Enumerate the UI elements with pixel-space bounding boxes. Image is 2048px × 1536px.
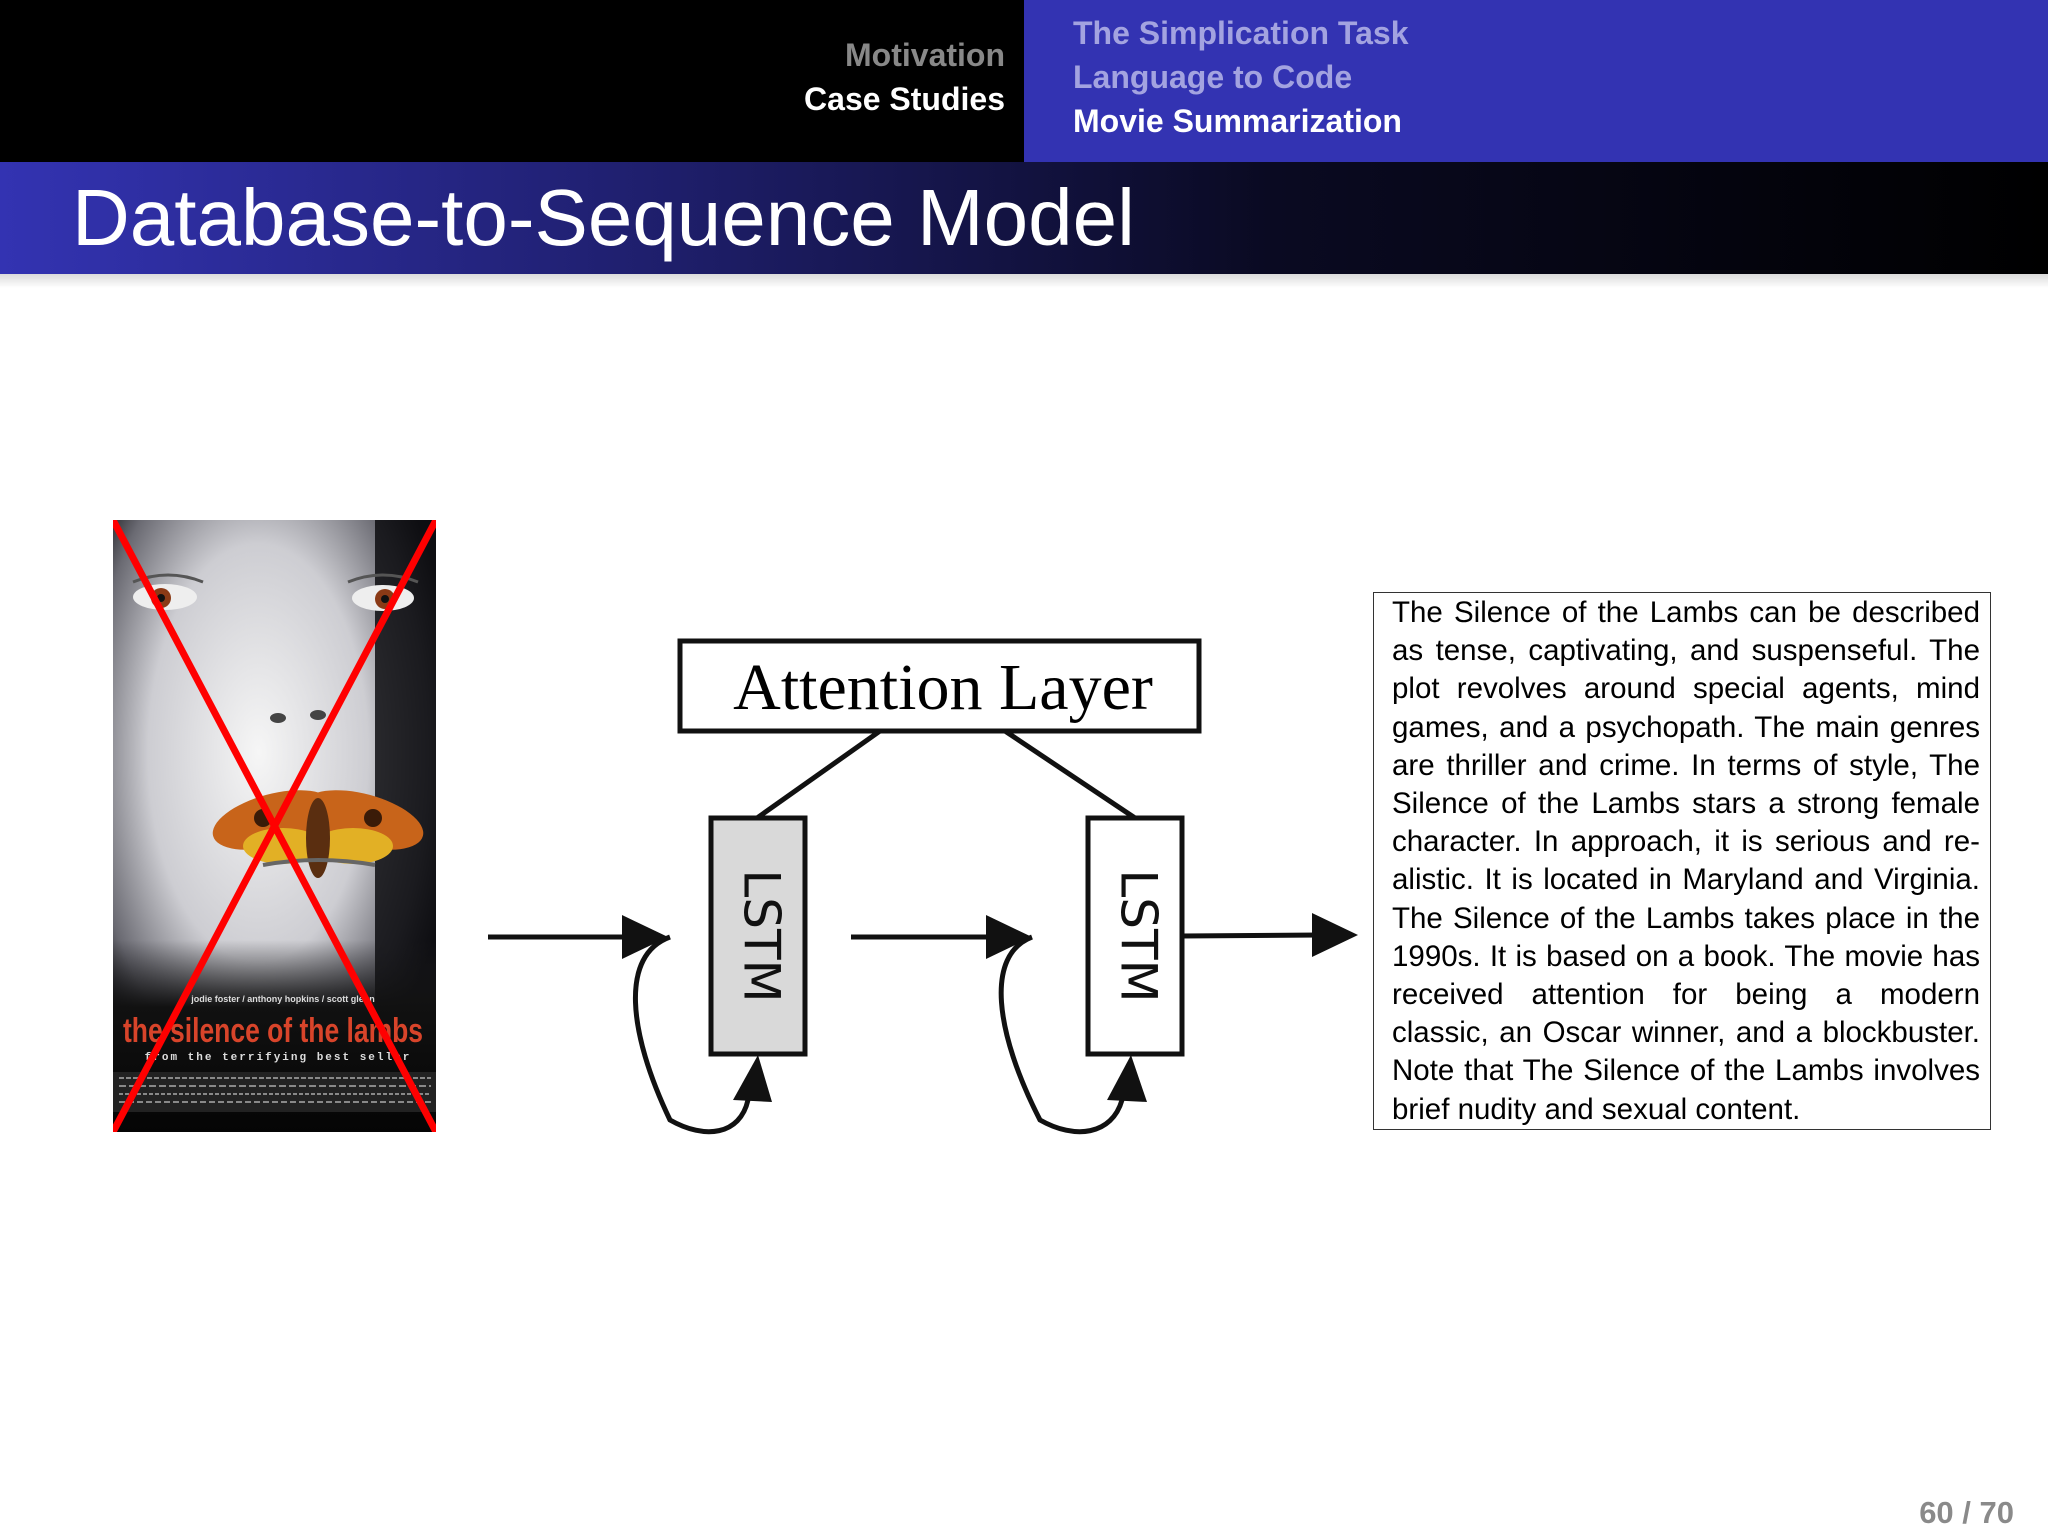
- title-bar-shadow: [0, 274, 2048, 288]
- cross-out-line: [113, 520, 436, 1132]
- section-navigation: Motivation Case Studies: [0, 0, 1024, 162]
- attention-layer-label: Attention Layer: [733, 651, 1153, 724]
- lstm-cell-1-label: LSTM: [733, 869, 791, 1002]
- self-loop-2-arrowhead: [1107, 1055, 1147, 1102]
- nav-section-motivation[interactable]: Motivation: [845, 37, 1005, 73]
- attention-layer-box: [677, 638, 1202, 734]
- attention-connector: [1003, 728, 1137, 821]
- nav-subsection-language-to-code[interactable]: Language to Code: [1073, 59, 1353, 95]
- attention-connector: [755, 728, 882, 821]
- nav-subsection-movie-summarization[interactable]: Movie Summarization: [1073, 103, 1402, 139]
- poster-tagline: from the terrifying best seller: [145, 1052, 412, 1064]
- nav-section-case-studies[interactable]: Case Studies: [804, 81, 1005, 117]
- self-loop-1-arrowhead: [733, 1055, 772, 1102]
- title-bar: [0, 162, 2048, 274]
- movie-summary-box: The Silence of the Lambs can be describe…: [1373, 592, 1991, 1130]
- movie-poster: jodie foster / anthony hopkins / scott g…: [113, 520, 436, 1132]
- attention-lstm-diagram: Attention Layer LSTM LSTM: [488, 638, 1358, 1135]
- output-arrowhead: [1312, 913, 1358, 957]
- subsection-navigation: The Simplication Task Language to Code M…: [1024, 0, 2048, 162]
- input-arrowhead: [622, 915, 668, 959]
- self-loop-1: [633, 934, 751, 1135]
- page-number: 60 / 70: [1919, 1495, 2014, 1530]
- movie-summary-text: The Silence of the Lambs can be describe…: [1392, 596, 1980, 1126]
- output-arrow: [1181, 932, 1321, 939]
- recurrent-arrowhead: [986, 915, 1032, 959]
- slide-title: Database-to-Sequence Model: [72, 173, 1135, 262]
- lstm-cell-1: [708, 815, 808, 1057]
- self-loop-2: [998, 934, 1125, 1135]
- nav-subsection-simplication-task[interactable]: The Simplication Task: [1073, 15, 1409, 51]
- lstm-cell-2-label: LSTM: [1110, 869, 1168, 1002]
- poster-credits: jodie foster / anthony hopkins / scott g…: [190, 994, 375, 1004]
